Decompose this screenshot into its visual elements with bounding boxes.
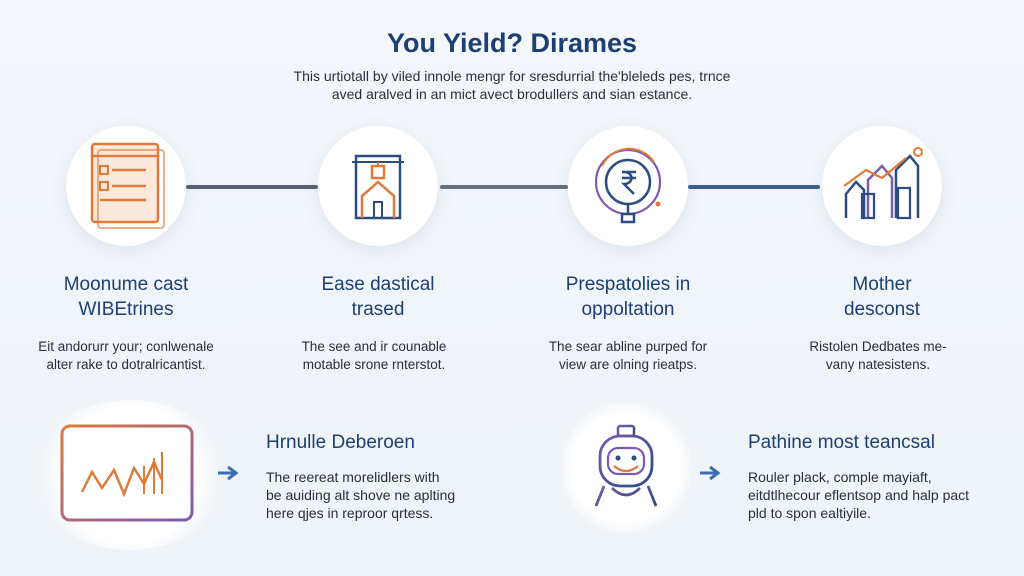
step-4-title: Mother desconst (843, 274, 921, 320)
lower-right-card (560, 402, 692, 534)
lower-right-desc: Rouler plack, comple mayiaft, eitdtlheco… (748, 469, 970, 521)
step-2-title: Ease dastical trased (321, 274, 435, 320)
line-chart-icon (60, 424, 194, 522)
step-1-title: Moonume cast WIBEtrines (63, 274, 189, 320)
robot-icon (594, 424, 658, 507)
rupee-globe-icon (594, 147, 662, 224)
lower-left-arrow (216, 465, 242, 481)
step-3-desc: The sear abline purped for view are olni… (548, 339, 708, 372)
subtitle-line-1: This urtiotall by viled innole mengr for… (293, 68, 731, 84)
lower-left-desc: The reereat morelidlers with be auiding … (266, 469, 456, 521)
page-subtitle: This urtiotall by viled innole mengr for… (212, 67, 812, 103)
connector-1 (186, 185, 318, 189)
step-3-title: Prespatolies in oppoltation (565, 274, 691, 320)
connector-2 (440, 185, 568, 189)
connector-3 (688, 185, 820, 189)
step-2-desc: The see and ir counable motable srone rn… (301, 339, 447, 372)
lower-left-title: Hrnulle Deberoen (266, 432, 415, 453)
house-frame-icon (352, 154, 404, 220)
growth-chart-icon (843, 147, 923, 220)
lower-right-title: Pathine most teancsal (748, 432, 935, 453)
step-3-circle (568, 126, 688, 246)
lower-left-card (30, 400, 230, 550)
form-window-icon (90, 142, 165, 229)
lower-right-arrow (698, 465, 724, 481)
step-1-desc: Eit andorurr your; conlwenale alter rake… (38, 339, 214, 372)
step-1-circle (66, 126, 186, 246)
step-2-circle (318, 126, 438, 246)
step-4-desc: Ristolen Dedbates me- vany natesistens. (809, 339, 947, 372)
subtitle-line-2: aved aralved in an mict avect brodullers… (331, 86, 693, 102)
step-4-circle (822, 126, 942, 246)
page-title: You Yield? Dirames (386, 28, 638, 58)
